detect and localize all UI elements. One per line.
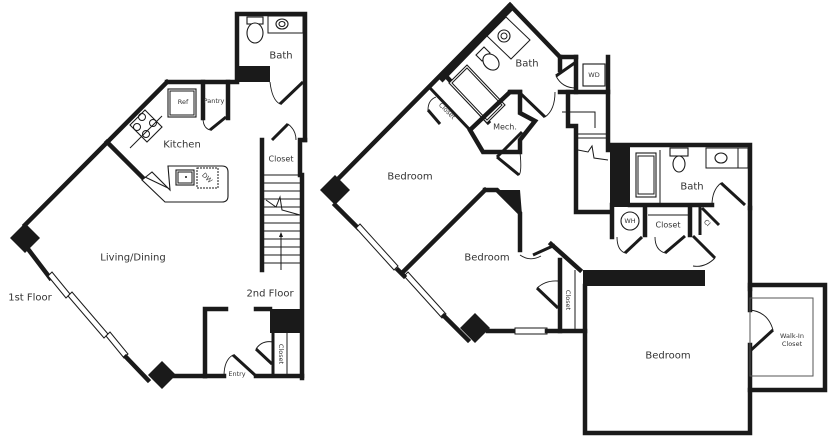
floor-label-first: 1st Floor — [8, 292, 52, 304]
room-label-living-dining: Living/Dining — [100, 252, 166, 264]
room-label-bedroom-middle: Bedroom — [464, 252, 510, 264]
room-label-kitchen: Kitchen — [163, 139, 201, 151]
first-floor-plan — [10, 11, 308, 389]
fixture-label-ref: Ref — [177, 98, 189, 106]
room-label-entry: Entry — [228, 370, 246, 378]
second-floor-plan — [320, 1, 828, 436]
window-bedroom-upper — [355, 223, 447, 319]
room-label-bedroom-upper: Bedroom — [387, 171, 433, 183]
room-label-bath-upper: Bath — [515, 58, 539, 70]
room-label-closet-entry: Closet — [277, 343, 285, 365]
room-label-closet-middle: Closet — [564, 289, 572, 311]
fixture-label-washer-dryer: WD — [588, 71, 600, 79]
room-label-mech: Mech. — [493, 122, 517, 132]
stairs-first-floor — [264, 182, 301, 270]
room-label-bath-first: Bath — [269, 50, 293, 62]
fixture-label-pantry: Pantry — [203, 97, 225, 105]
room-label-bedroom-master: Bedroom — [645, 350, 691, 362]
floor-label-second: 2nd Floor — [246, 288, 294, 300]
room-label-closet-hall: Closet — [655, 220, 681, 230]
room-label-bath-right: Bath — [680, 181, 704, 193]
room-label-closet-first-upper: Closet — [268, 154, 294, 164]
window-living-1 — [47, 271, 129, 359]
room-label-walk-in-closet: Walk-In Closet — [780, 331, 804, 348]
fixture-label-water-heater: WH — [624, 217, 636, 225]
